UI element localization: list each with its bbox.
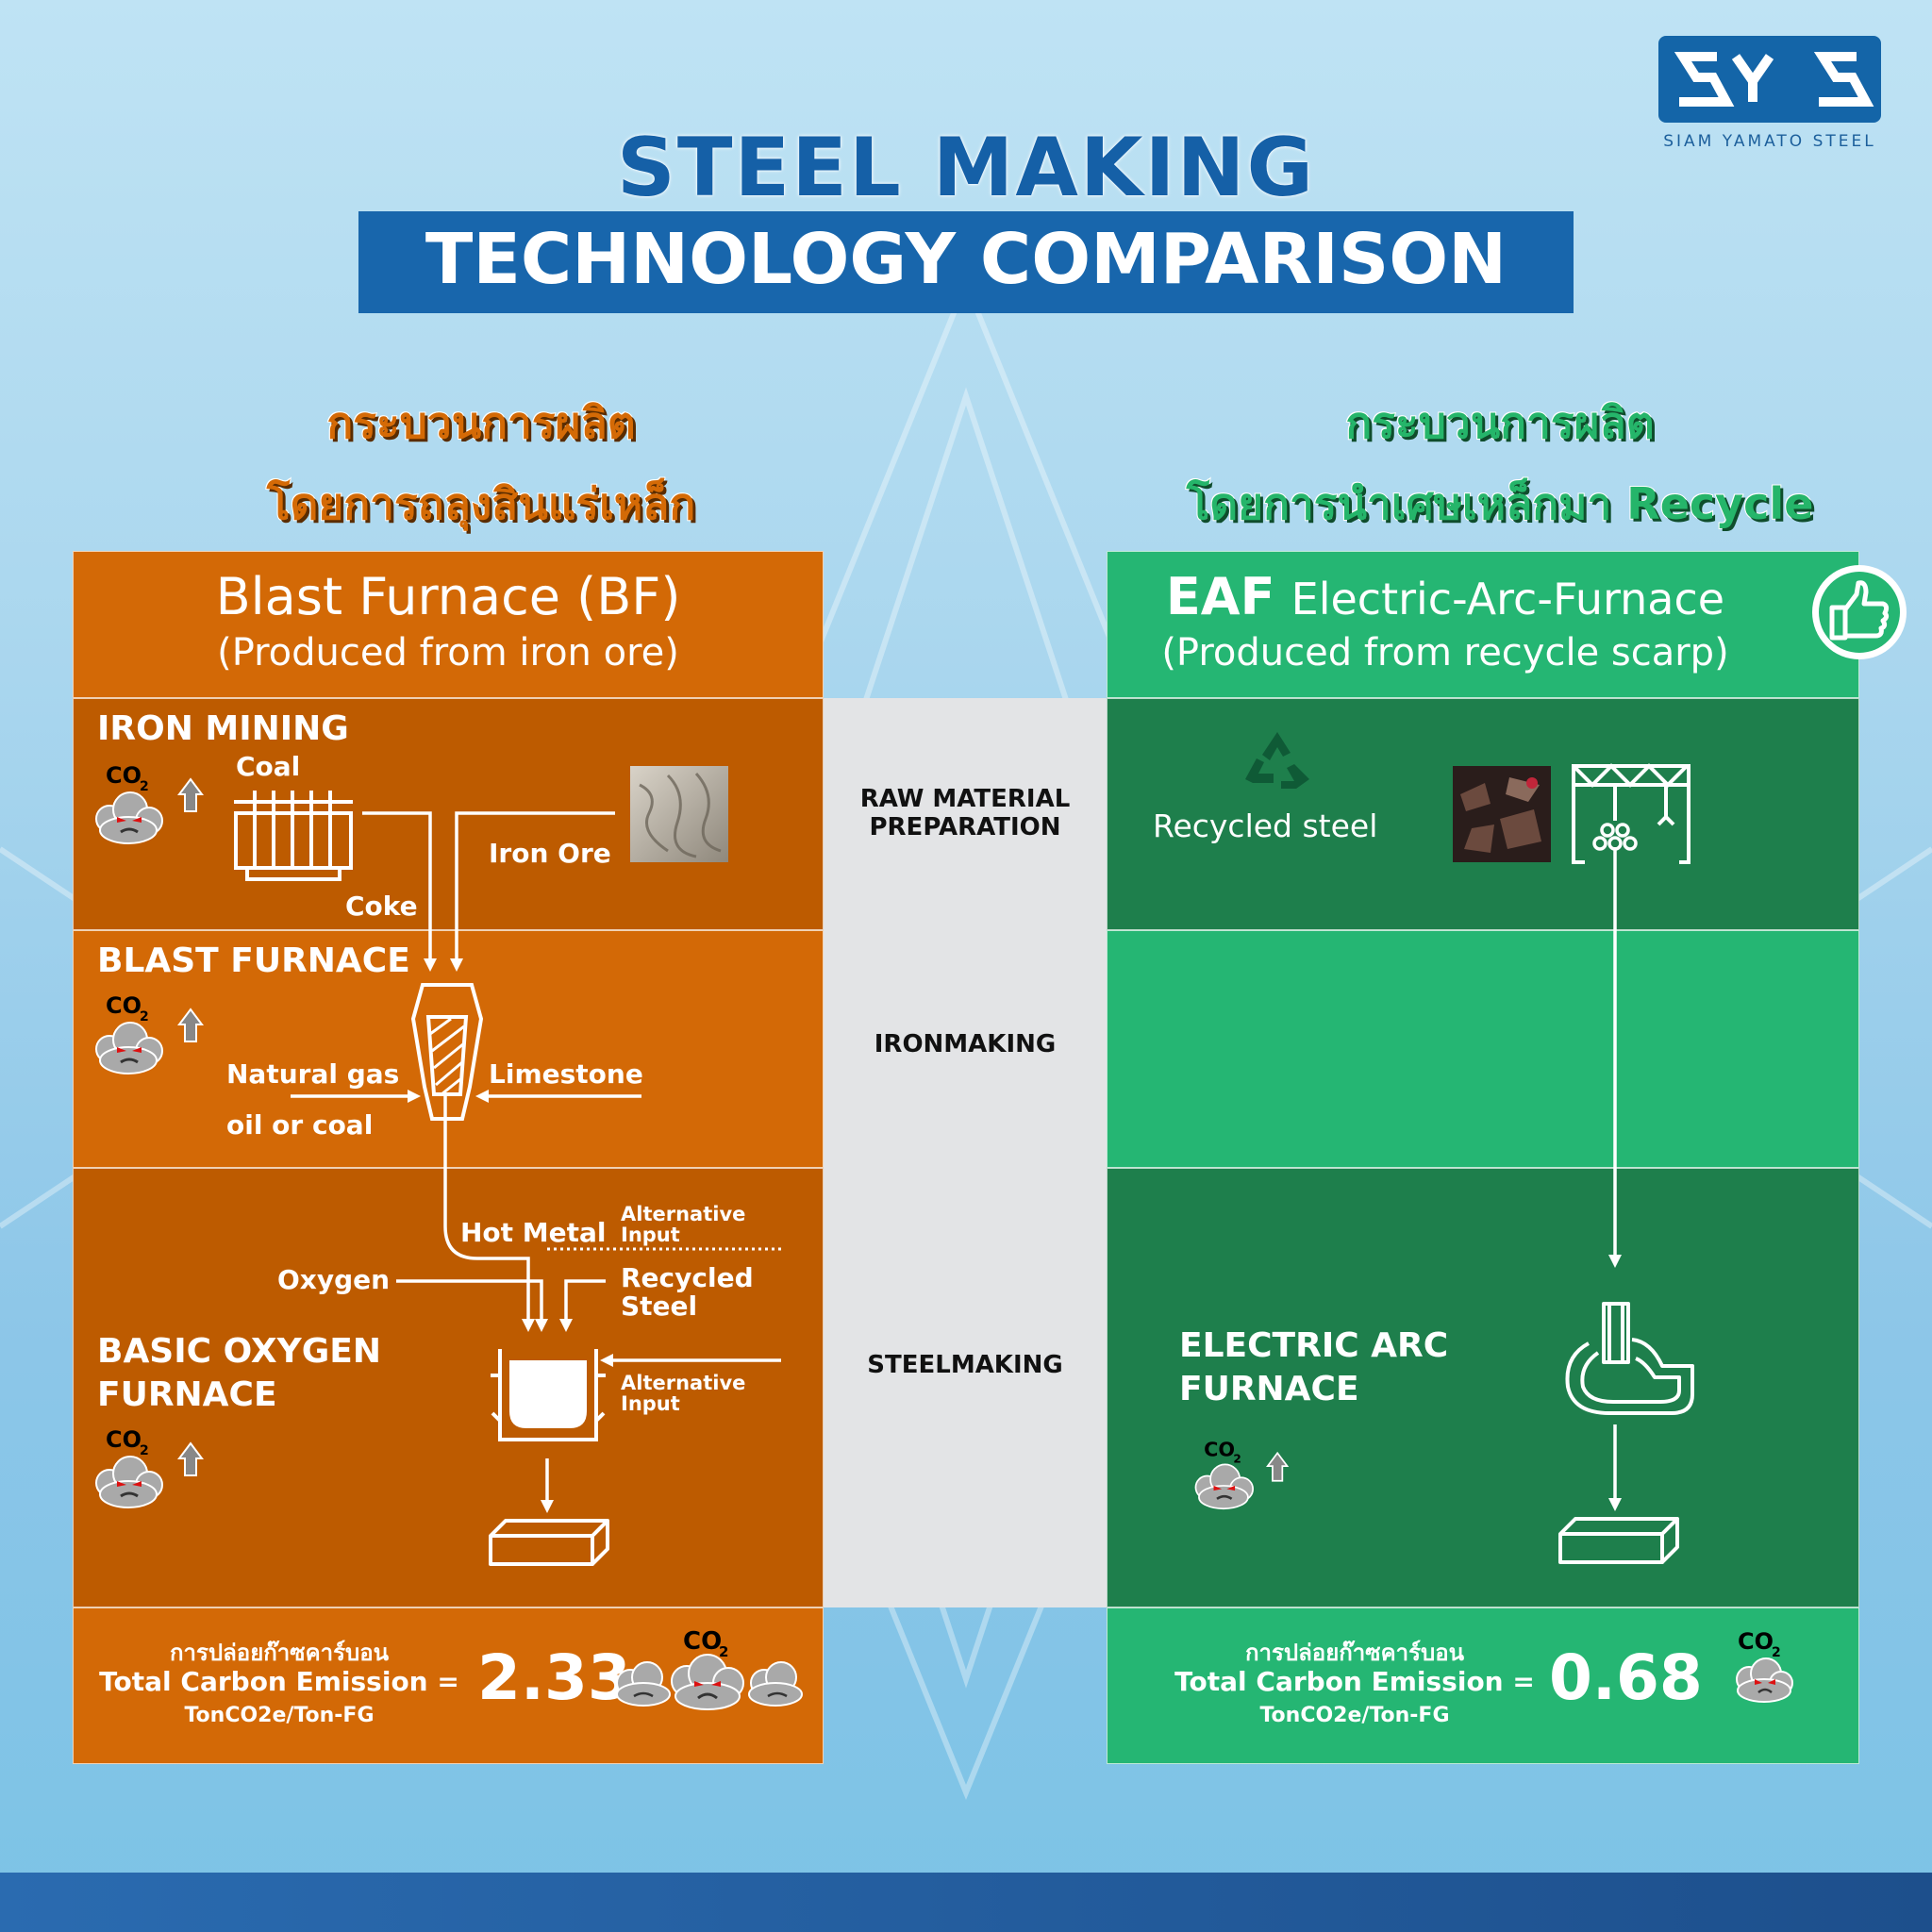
- bf-emission-thai: การปล่อยก๊าซคาร์บอน: [169, 1640, 390, 1666]
- svg-text:CO: CO: [683, 1627, 722, 1656]
- svg-text:2: 2: [140, 1009, 149, 1024]
- bf-emission-label: Total Carbon Emission =: [99, 1666, 459, 1697]
- co2-cloud-icon: CO2: [95, 1426, 204, 1508]
- label-iron-ore: Iron Ore: [489, 838, 611, 869]
- label-oil-or-coal: oil or coal: [226, 1109, 374, 1141]
- label-coal: Coal: [236, 751, 301, 782]
- label-alternative-input-2: Alternative Input: [621, 1372, 746, 1415]
- eaf-ironmaking-row: [1107, 930, 1859, 1168]
- company-logo: [1658, 36, 1881, 123]
- co2-cloud-group-icon: CO2: [616, 1627, 803, 1710]
- eaf-steelmaking-row: [1107, 1168, 1859, 1607]
- label-natural-gas: Natural gas: [226, 1058, 400, 1090]
- steel-bar-icon: [1558, 1517, 1679, 1564]
- section-bof-line2: FURNACE: [97, 1375, 277, 1414]
- svg-text:2: 2: [140, 779, 149, 794]
- steel-bar-icon: [489, 1519, 609, 1566]
- furnace-icon: [1565, 1302, 1694, 1415]
- label-limestone: Limestone: [489, 1058, 643, 1090]
- eaf-emission-thai: การปล่อยก๊าซคาร์บอน: [1244, 1640, 1465, 1666]
- stage-ironmaking: IRONMAKING: [874, 1030, 1057, 1058]
- label-recycled-steel-eaf: Recycled steel: [1153, 808, 1378, 844]
- eaf-header-name: Electric-Arc-Furnace: [1291, 574, 1725, 625]
- svg-text:2: 2: [1772, 1645, 1781, 1660]
- left-thai-heading-2: โดยการถลุงสินแร่เหล็ก: [266, 477, 696, 530]
- thumbs-up-icon: [1812, 565, 1907, 659]
- svg-text:CO: CO: [106, 762, 142, 789]
- co2-cloud-icon: CO2: [1194, 1439, 1290, 1510]
- logo-text: SIAM YAMATO STEEL: [1663, 132, 1876, 151]
- eaf-header-subtitle: (Produced from recycle scarp): [1161, 631, 1729, 675]
- bf-header: Blast Furnace (BF) (Produced from iron o…: [73, 551, 824, 698]
- stage-steelmaking: STEELMAKING: [867, 1351, 1063, 1379]
- svg-text:2: 2: [719, 1643, 728, 1660]
- right-thai-heading-1: กระบวนการผลิต: [1344, 396, 1655, 449]
- label-oxygen: Oxygen: [277, 1264, 391, 1295]
- eaf-header-title: EAF Electric-Arc-Furnace: [1070, 567, 1821, 626]
- co2-cloud-icon: CO2: [1736, 1628, 1793, 1703]
- recycle-icon: [1245, 732, 1309, 789]
- label-alternative-input-1: Alternative Input: [621, 1203, 746, 1246]
- section-iron-mining: IRON MINING: [97, 709, 349, 748]
- left-thai-heading-1: กระบวนการผลิต: [325, 396, 636, 449]
- bf-emission-unit: TonCO2e/Ton-FG: [184, 1704, 375, 1727]
- title-line2: TECHNOLOGY COMPARISON: [425, 219, 1507, 300]
- right-thai-heading-2: โดยการนำเศษเหล็กมา Recycle: [1186, 477, 1815, 530]
- label-hot-metal: Hot Metal: [460, 1217, 607, 1248]
- iron-ore-photo: [630, 766, 728, 862]
- label-coke: Coke: [345, 891, 418, 922]
- section-eaf-line1: ELECTRIC ARC: [1179, 1326, 1449, 1365]
- co2-cloud-icon: CO2: [95, 762, 204, 844]
- eaf-header-abbr: EAF: [1165, 567, 1275, 626]
- svg-text:CO: CO: [1738, 1628, 1774, 1655]
- bf-header-title: Blast Furnace (BF): [215, 567, 681, 626]
- svg-text:CO: CO: [106, 992, 142, 1019]
- blast-furnace-icon: [410, 983, 484, 1121]
- oxygen-furnace-icon: [491, 1349, 606, 1441]
- bf-header-subtitle: (Produced from iron ore): [217, 631, 679, 675]
- scrap-steel-photo: [1453, 766, 1551, 862]
- svg-text:CO: CO: [1204, 1439, 1235, 1461]
- svg-text:2: 2: [140, 1443, 149, 1458]
- stage-raw-material: RAW MATERIAL PREPARATION: [859, 785, 1071, 841]
- bottom-bar: [0, 1873, 1932, 1932]
- stage-column: [824, 698, 1107, 1607]
- eaf-emission-value: 0.68: [1549, 1641, 1703, 1714]
- eaf-emission-row: [1107, 1607, 1859, 1764]
- svg-text:2: 2: [1233, 1453, 1241, 1466]
- section-blast-furnace: BLAST FURNACE: [97, 941, 410, 980]
- label-recycled-steel: Recycled Steel: [621, 1262, 754, 1322]
- title-line1: STEEL MAKING: [616, 121, 1316, 215]
- coke-oven-icon: [234, 791, 353, 881]
- eaf-emission-label: Total Carbon Emission =: [1174, 1666, 1535, 1697]
- eaf-header: EAF Electric-Arc-Furnace (Produced from …: [1107, 551, 1859, 698]
- bf-ironmaking-row: [73, 930, 824, 1168]
- crane-icon: [1572, 763, 1690, 864]
- title-banner: [358, 211, 1574, 313]
- section-eaf-line2: FURNACE: [1179, 1370, 1359, 1408]
- bf-emission-value: 2.33: [477, 1641, 631, 1714]
- eaf-emission-unit: TonCO2e/Ton-FG: [1259, 1704, 1450, 1727]
- svg-text:CO: CO: [106, 1426, 142, 1453]
- section-bof-line1: BASIC OXYGEN: [97, 1332, 381, 1371]
- co2-cloud-icon: CO2: [95, 992, 204, 1074]
